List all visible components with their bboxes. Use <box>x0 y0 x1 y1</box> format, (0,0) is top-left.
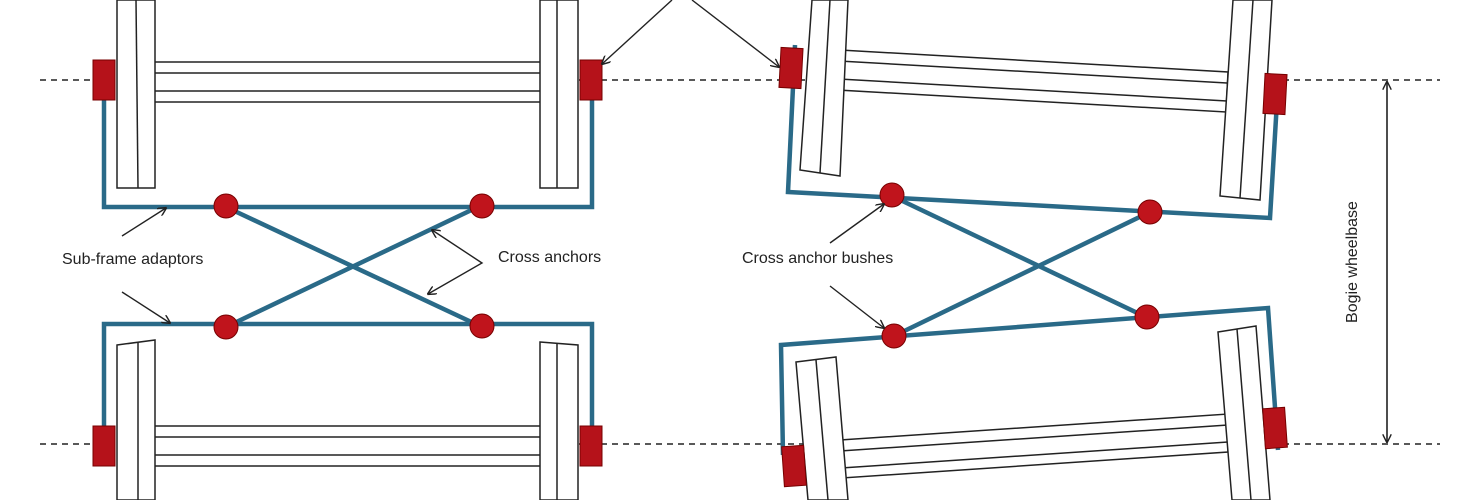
wheel <box>116 0 156 189</box>
sub-frame-adaptor-arrow <box>121 208 166 237</box>
right-bogie <box>778 0 1288 500</box>
axle-centre-line <box>840 441 1229 469</box>
left-top-wheelset <box>116 0 579 189</box>
wheel <box>116 339 156 500</box>
wheel-flange-line <box>819 0 831 174</box>
axlebox-pointer-arrow <box>691 0 779 67</box>
wheel <box>539 0 579 189</box>
axlebox <box>778 46 804 90</box>
axle-centre-line <box>838 78 1228 102</box>
axle <box>837 49 1229 113</box>
wheel-flange-line <box>815 359 829 500</box>
axlebox-pointer-arrow <box>602 0 673 64</box>
wheel <box>539 341 579 500</box>
axlebox <box>579 59 603 101</box>
cross-anchor-bush <box>1134 304 1160 330</box>
axlebox <box>781 444 807 488</box>
axlebox <box>1262 72 1288 116</box>
cross-anchors-arrow <box>428 230 484 294</box>
cross-anchor <box>891 193 1149 321</box>
cross-anchors-label: Cross anchors <box>498 249 601 266</box>
axle-centre-line <box>839 424 1229 452</box>
cross-anchor-bush <box>213 314 239 340</box>
sub-frame-adaptor-top <box>101 80 595 210</box>
cross-anchor-bush <box>469 193 495 219</box>
cross-anchor-bush <box>1137 199 1163 225</box>
axle <box>149 61 546 103</box>
wheel-flange-line <box>135 0 139 189</box>
axlebox <box>1262 406 1288 450</box>
cross-anchor-bush <box>469 313 495 339</box>
right-bottom-wheelset <box>795 325 1271 500</box>
bogie-wheelbase-label: Bogie wheelbase <box>1344 201 1361 323</box>
wheel-flange-line <box>1239 0 1254 199</box>
cross-anchor-bushes-arrow <box>829 285 884 328</box>
left-bottom-wheelset <box>116 339 579 500</box>
wheel-flange-line <box>1236 328 1252 500</box>
sub-frame-adaptor-bottom <box>778 305 1281 456</box>
cross-anchor-bushes-arrow <box>829 204 884 244</box>
cross-anchor-bushes-label: Cross anchor bushes <box>742 250 893 267</box>
cross-anchor <box>893 209 1151 339</box>
cross-anchor-bush <box>213 193 239 219</box>
cross-anchor-bush <box>881 323 907 349</box>
sub-frame-adaptor-top <box>785 44 1281 221</box>
cross-anchor <box>225 202 483 330</box>
left-bogie <box>92 0 603 500</box>
wheel <box>799 0 849 177</box>
axlebox <box>92 59 116 101</box>
axlebox <box>579 425 603 467</box>
right-top-wheelset <box>799 0 1273 201</box>
sub-frame-adaptor-arrow <box>121 291 170 323</box>
sub-frame-adaptors-label: Sub-frame adaptors <box>62 251 203 268</box>
axlebox <box>92 425 116 467</box>
axle <box>149 425 546 467</box>
axle-centre-line <box>838 60 1228 84</box>
sub-frame-adaptor-bottom <box>101 321 595 460</box>
cross-anchor-bush <box>879 182 905 208</box>
